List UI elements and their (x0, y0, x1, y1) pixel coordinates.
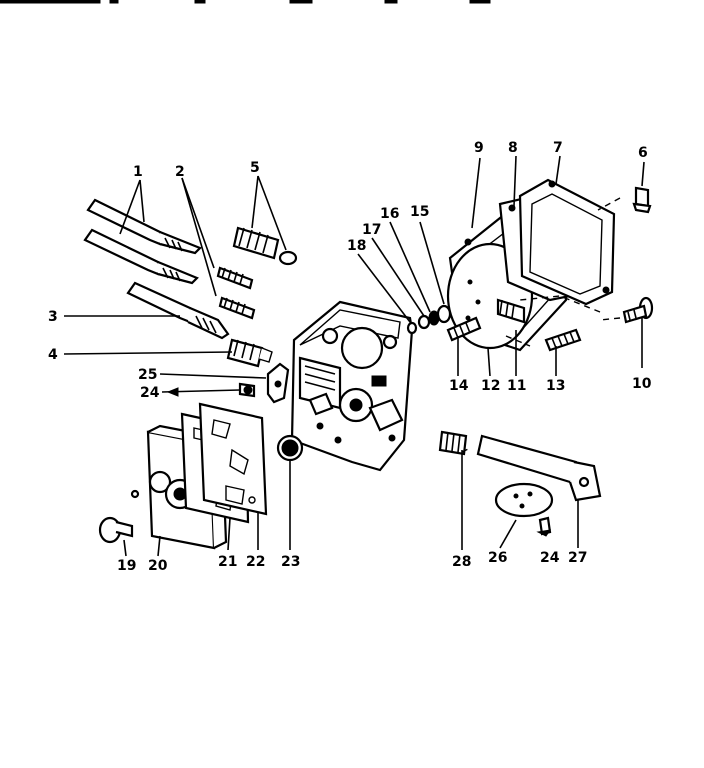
part-19-screw (98, 516, 134, 544)
part-24-screw-lower (536, 516, 552, 537)
leader-lines (63, 155, 645, 557)
callout-9: 9 (474, 140, 484, 156)
callout-27: 27 (568, 550, 587, 566)
callout-16: 16 (380, 206, 399, 222)
callout-15: 15 (410, 204, 429, 220)
callout-3: 3 (48, 309, 58, 325)
part-4-fitting (226, 338, 273, 368)
carburetor-body (290, 300, 414, 472)
part-24-screw (238, 382, 256, 398)
callout-28: 28 (452, 554, 471, 570)
callout-21: 21 (218, 554, 237, 570)
callout-12: 12 (481, 378, 500, 394)
part-10-screw (622, 296, 654, 324)
callout-13: 13 (546, 378, 565, 394)
part-16-pin (428, 310, 440, 326)
callout-6: 6 (638, 145, 648, 161)
part-13-spring (544, 328, 582, 352)
part-26-disc (494, 482, 554, 518)
callout-22: 22 (246, 554, 265, 570)
callout-24: 24 (140, 385, 160, 401)
callout-26: 26 (488, 550, 507, 566)
part-7-cover (518, 178, 616, 306)
part-18-ring (406, 321, 418, 335)
part-2-springs (216, 266, 256, 320)
part-28-spring (438, 430, 468, 456)
callout-4: 4 (48, 347, 58, 363)
callout-5: 5 (250, 160, 260, 176)
callout-10: 10 (632, 376, 652, 392)
part-3-needle (126, 281, 230, 340)
part-6-screw (632, 186, 652, 214)
part-22-gasket (198, 402, 268, 516)
part-15-washer (436, 304, 452, 324)
callout-17: 17 (362, 222, 381, 238)
part-23-screen (276, 434, 304, 462)
callout-20: 20 (148, 558, 168, 574)
callout-7: 7 (553, 140, 563, 156)
callout-18: 18 (347, 238, 366, 254)
callout-23: 23 (281, 554, 300, 570)
part-27-lever (476, 434, 602, 502)
top-edge-fragment (0, 0, 491, 4)
callout-2: 2 (175, 164, 185, 180)
callout-14: 14 (449, 378, 469, 394)
callout-8: 8 (508, 140, 518, 156)
callout-24-lower: 24 (540, 550, 560, 566)
callout-19: 19 (117, 558, 136, 574)
callout-labels: 1 2 3 4 5 6 7 8 9 10 11 12 13 14 15 16 1… (48, 140, 652, 574)
callout-25: 25 (138, 367, 157, 383)
part-25-bracket (266, 362, 290, 404)
callout-1: 1 (133, 164, 143, 180)
callout-11: 11 (507, 378, 526, 394)
part-5-idle-screw (232, 226, 298, 266)
part-17-washer (417, 314, 431, 330)
part-1-adjustment-needles (83, 198, 202, 285)
